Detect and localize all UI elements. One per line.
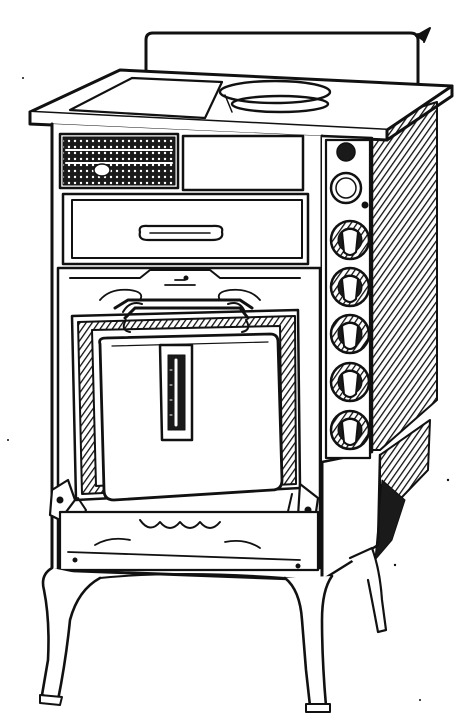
- oven-door: [70, 306, 302, 502]
- oven-thermometer: [158, 343, 194, 442]
- print-marks: [7, 77, 450, 701]
- knob-icon: [329, 266, 371, 308]
- pilot-light-icon: [336, 142, 356, 162]
- stove-legs: [39, 546, 388, 713]
- knob-icon: [329, 409, 371, 451]
- storage-drawer: [61, 192, 310, 266]
- warming-door: [181, 134, 305, 192]
- side-panel: [371, 101, 438, 561]
- knob-icon: [329, 313, 371, 355]
- broiler-compartment: [58, 132, 305, 192]
- cooktop: [28, 68, 454, 142]
- control-knobs: [329, 219, 371, 451]
- front-burner: [230, 94, 330, 114]
- knob-icon: [329, 361, 371, 403]
- rear-burner: [218, 79, 332, 105]
- solid-hotplate: [68, 76, 224, 120]
- knob-icon: [329, 219, 371, 261]
- lower-apron: [58, 510, 320, 572]
- backsplash: [144, 27, 431, 88]
